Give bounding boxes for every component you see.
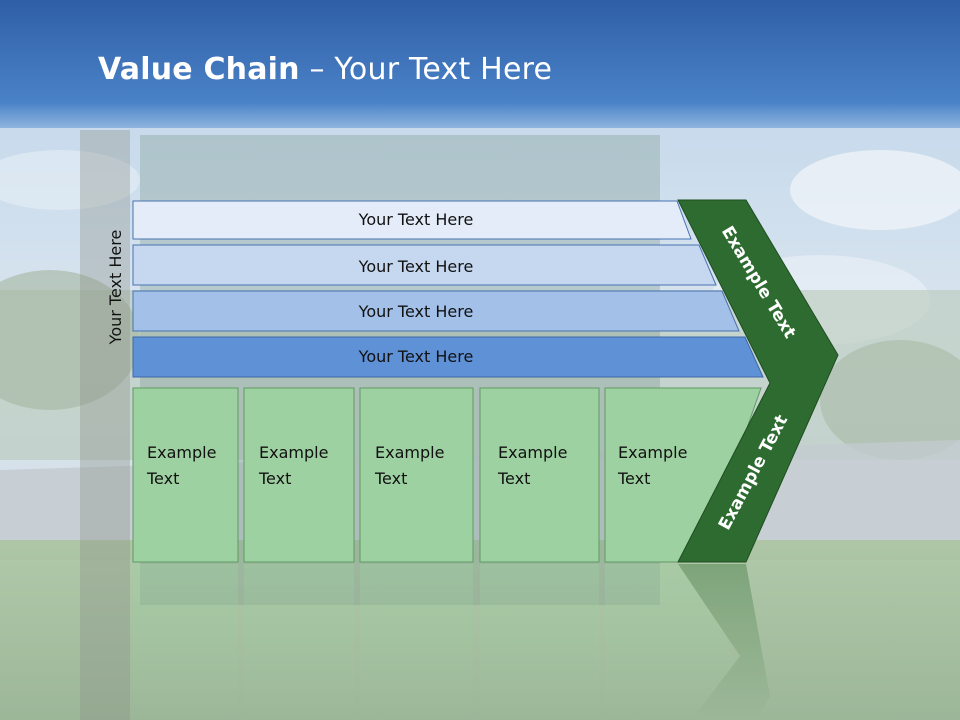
support-row-1: Your Text Here [132,200,692,240]
primary-box-3-line2: Text [374,469,407,488]
side-label: Your Text Here [106,230,125,346]
primary-box-5-line1: Example [618,443,687,462]
primary-box-1-line2: Text [146,469,179,488]
primary-box-1-line1: Example [147,443,216,462]
primary-box-5-line2: Text [617,469,650,488]
primary-box-4-line2: Text [497,469,530,488]
primary-box-3: Example Text [359,387,474,563]
primary-box-5: Example Text [604,387,762,563]
primary-box-1: Example Text [132,387,239,563]
primary-box-2-line1: Example [259,443,328,462]
primary-box-4-line1: Example [498,443,567,462]
reflection [133,564,770,720]
support-row-4-label: Your Text Here [358,347,474,366]
support-row-1-label: Your Text Here [358,210,474,229]
support-row-2-label: Your Text Here [358,257,474,276]
primary-box-3-line1: Example [375,443,444,462]
primary-box-4: Example Text [479,387,600,563]
title-rest: – Your Text Here [299,52,553,87]
slide-title: Value Chain – Your Text Here [98,52,552,87]
support-row-3: Your Text Here [132,290,740,332]
primary-box-2: Example Text [243,387,355,563]
title-bold: Value Chain [98,52,300,87]
support-row-3-label: Your Text Here [358,302,474,321]
support-row-4: Your Text Here [132,336,764,378]
support-row-2: Your Text Here [132,244,717,286]
primary-box-2-line2: Text [258,469,291,488]
